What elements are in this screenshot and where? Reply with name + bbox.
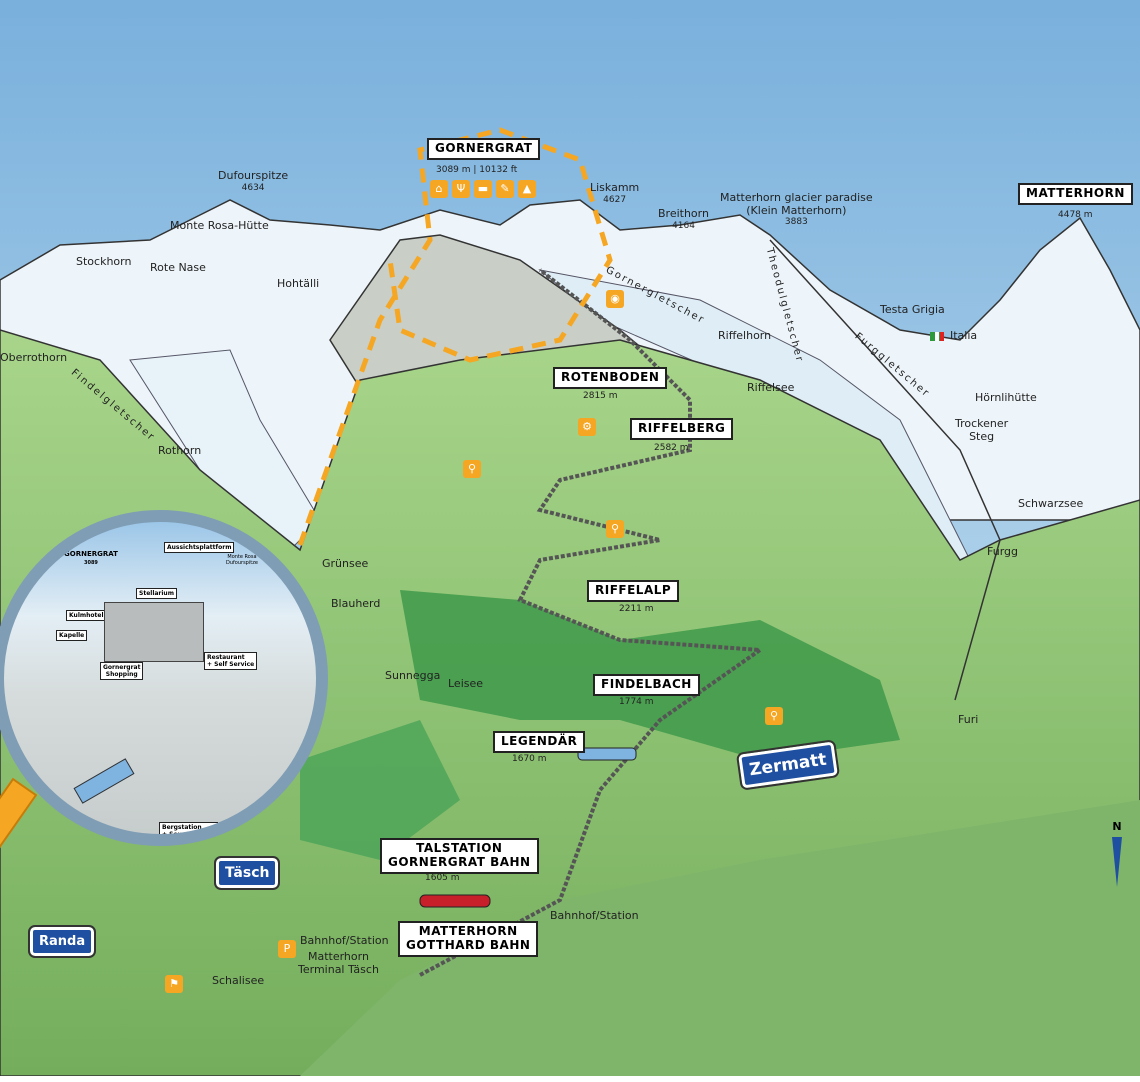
gornergrat-train xyxy=(577,747,637,761)
hiking-icon: ⚲ xyxy=(606,520,624,538)
schalisee-label: Schalisee xyxy=(212,974,265,987)
mag-bergstation: Bergstation + Souvenirshop xyxy=(159,822,219,834)
hohtaelli-label: Hohtälli xyxy=(277,277,320,290)
rotenboden-elevation: 2815 m xyxy=(583,391,618,401)
matterhorn-label: MATTERHORN xyxy=(1018,183,1133,205)
bike-icon: ⚙ xyxy=(578,418,596,436)
mag-monte-rosa: Monte Rosa Dufourspitze xyxy=(226,554,258,566)
hotel-icon: ⌂ xyxy=(430,180,448,198)
north-arrow: N xyxy=(1112,820,1122,887)
mag-kapelle: Kapelle xyxy=(56,630,88,641)
restaurant-icon: Ψ xyxy=(452,180,470,198)
hiking-icon: ⚲ xyxy=(463,460,481,478)
findelbach-elevation: 1774 m xyxy=(619,697,654,707)
legendaer-elevation: 1670 m xyxy=(512,754,547,764)
gruensee-label: Grünsee xyxy=(322,557,369,570)
hiking-icon: ⚲ xyxy=(765,707,783,725)
sunnegga-label: Sunnegga xyxy=(385,669,441,682)
furgg-label: Furgg xyxy=(987,545,1018,558)
cable-car-line xyxy=(769,239,1001,701)
bed-icon: ▬ xyxy=(474,180,492,198)
station-rotenboden: ROTENBODEN xyxy=(553,367,668,389)
magnifier-dashed-outline xyxy=(297,127,613,546)
stockhorn-label: Stockhorn xyxy=(76,255,132,268)
gornergrat-label: GORNERGRAT xyxy=(427,138,541,160)
bahnhof-taesch-label: Bahnhof/Station xyxy=(300,934,389,947)
bahnhof-zermatt-label: Bahnhof/Station xyxy=(550,909,639,922)
riffelhorn-label: Riffelhorn xyxy=(718,329,772,342)
rothorn-label: Rothorn xyxy=(158,444,202,457)
mag-shopping: Gornergrat Shopping xyxy=(100,662,144,680)
mag-kulmhotel-building xyxy=(104,602,204,662)
talstation-elevation: 1605 m xyxy=(425,873,460,883)
testa-grigia-label: Testa Grigia xyxy=(880,303,945,316)
gornergrat-elevation: 3089 m | 10132 ft xyxy=(436,165,518,175)
gornergrat-railway xyxy=(419,268,766,977)
mag-train xyxy=(73,758,135,804)
matterhorn-elevation: 4478 m xyxy=(1058,210,1093,220)
mountain-icon: ▲ xyxy=(518,180,536,198)
blauherd-label: Blauherd xyxy=(331,597,381,610)
golf-icon: ⚑ xyxy=(165,975,183,993)
mag-kulmhotel: Kulmhotel xyxy=(66,610,107,621)
oberrothorn-label: Oberrothorn xyxy=(0,351,68,364)
rote-nase-label: Rote Nase xyxy=(150,261,206,274)
station-riffelalp: RIFFELALP xyxy=(587,580,680,602)
lower-meadow xyxy=(300,800,1140,1076)
furi-label: Furi xyxy=(958,713,979,726)
riffelalp-elevation: 2211 m xyxy=(619,604,654,614)
riffelberg-elevation: 2582 m xyxy=(654,443,689,453)
mgb-train xyxy=(419,894,491,908)
monte-rosa-huette-label: Monte Rosa-Hütte xyxy=(170,219,269,232)
camera-icon: ◉ xyxy=(606,290,624,308)
parking-icon: P xyxy=(278,940,296,958)
schwarzsee-label: Schwarzsee xyxy=(1018,497,1084,510)
randa-sign: Randa xyxy=(27,925,97,958)
trockener-steg-label: Trockener Steg xyxy=(955,417,1009,443)
mag-stellarium: Stellarium xyxy=(136,588,177,599)
station-findelbach: FINDELBACH xyxy=(593,674,700,696)
station-legendaer: LEGENDÄR xyxy=(493,731,586,753)
station-riffelberg: RIFFELBERG xyxy=(630,418,734,440)
hoernlihuette-label: Hörnlihütte xyxy=(975,391,1037,404)
klein-matterhorn-label: Matterhorn glacier paradise(Klein Matter… xyxy=(720,191,873,228)
leisee-label: Leisee xyxy=(448,677,484,690)
taesch-sign: Täsch xyxy=(213,856,281,890)
mag-aussichtsplattform: Aussichtsplattform xyxy=(164,542,235,553)
riffelsee-label: Riffelsee xyxy=(747,381,795,394)
shop-icon: ✎ xyxy=(496,180,514,198)
mag-restaurant: Restaurant + Self Service xyxy=(204,652,258,670)
north-label: N xyxy=(1112,820,1122,833)
terminal-taesch-label: Matterhorn Terminal Täsch xyxy=(298,950,379,976)
italia-label: Italia xyxy=(950,329,978,342)
forest-left xyxy=(300,720,460,860)
